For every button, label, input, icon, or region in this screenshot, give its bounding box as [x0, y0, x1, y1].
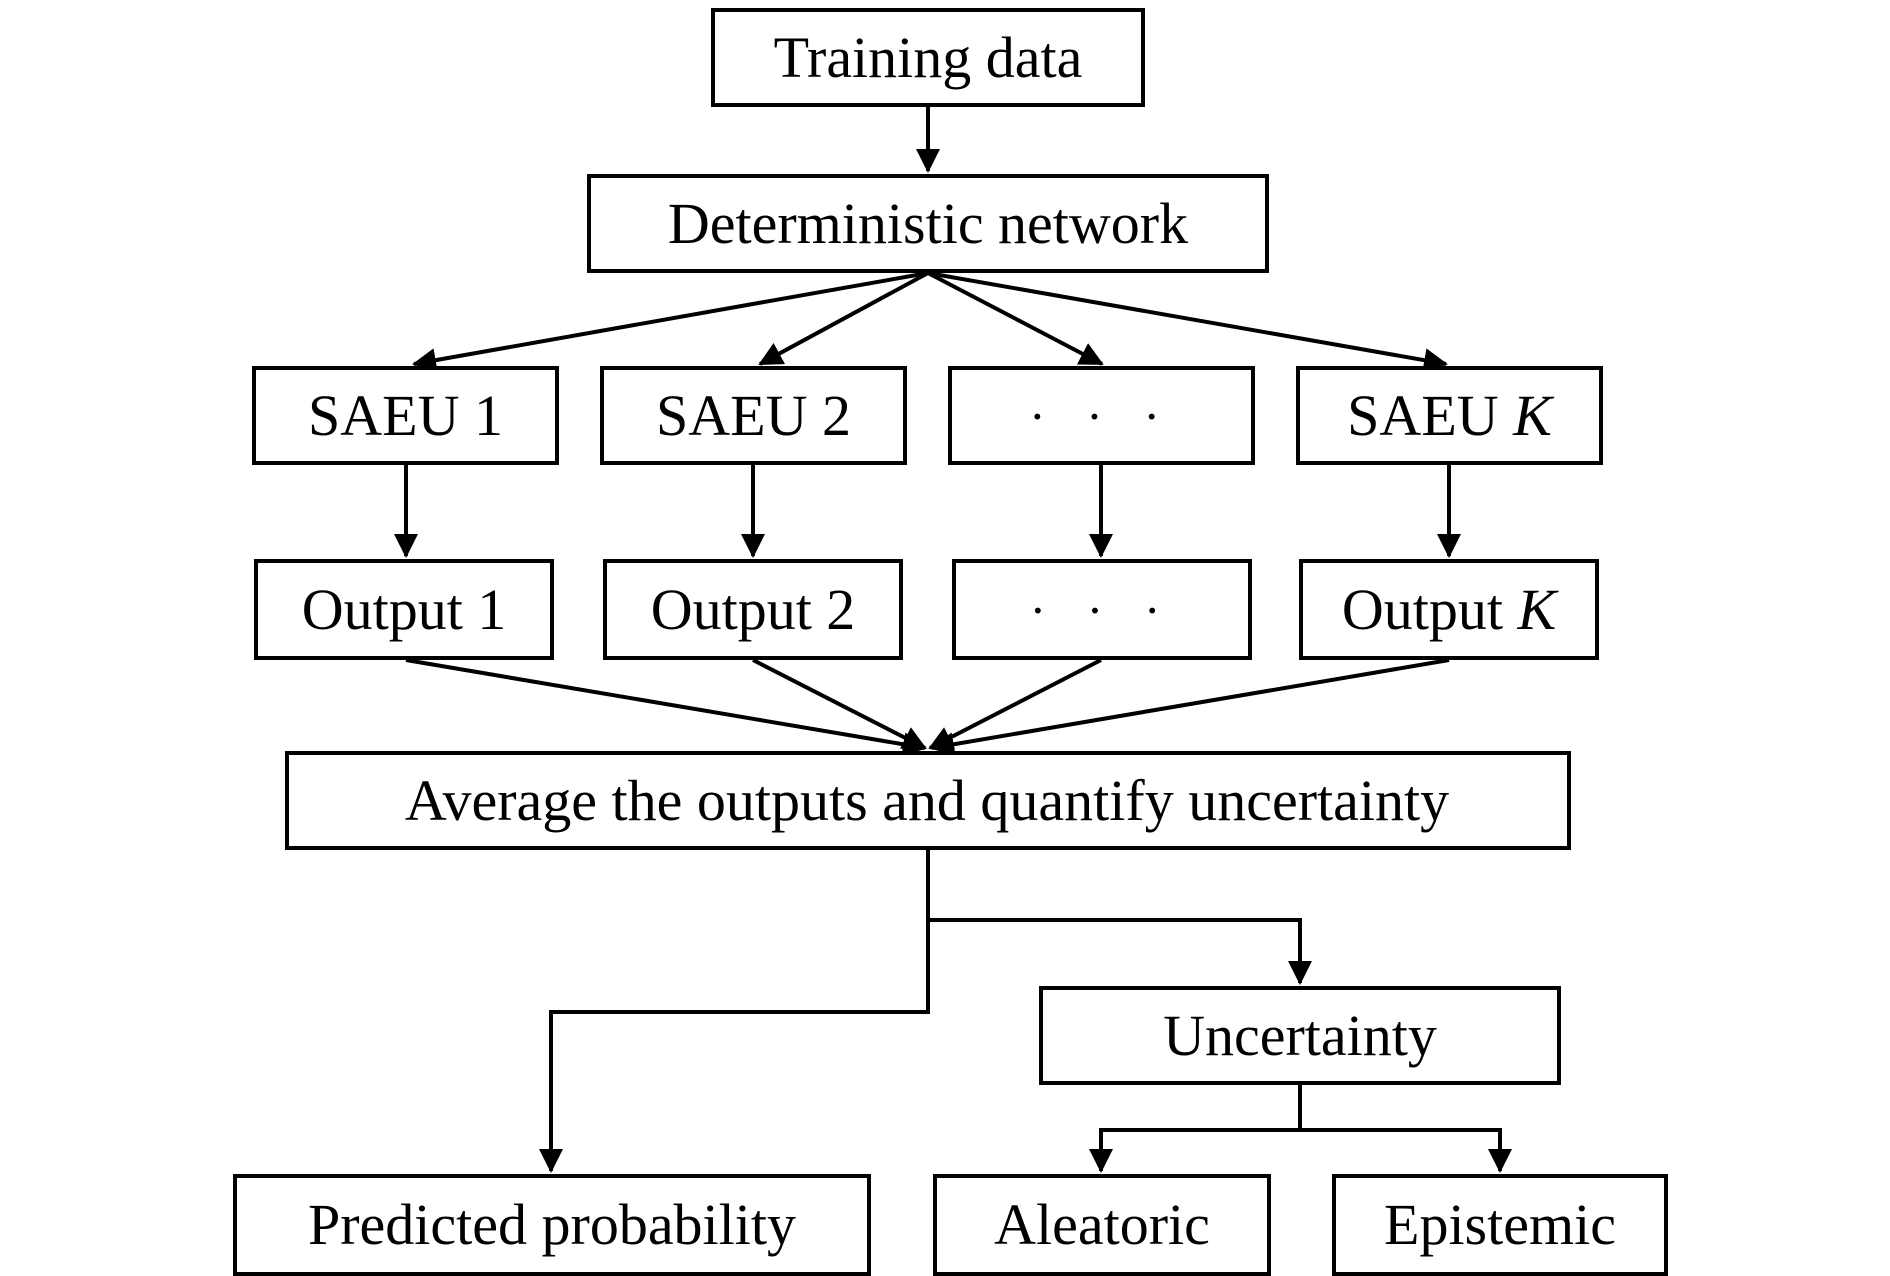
arrow-uncertainty-to-aleatoric [1089, 1085, 1302, 1173]
arrow-average-to-predicted-probability [539, 850, 930, 1173]
arrow-network-to-saeu-k [927, 271, 1448, 373]
epistemic-box: Epistemic [1332, 1174, 1668, 1276]
output-1-label: Output 1 [301, 576, 507, 642]
predicted-probability-box: Predicted probability [233, 1174, 871, 1276]
arrow-output-1-to-average [405, 658, 927, 757]
output-ellipsis-label: · · · [1029, 581, 1175, 638]
saeu-k-variable: K [1513, 382, 1552, 448]
arrow-output-k-to-average [930, 658, 1450, 757]
saeu-2-box: SAEU 2 [600, 366, 907, 465]
aleatoric-label: Aleatoric [994, 1192, 1210, 1257]
output-2-label: Output 2 [650, 576, 856, 642]
arrow-network-to-saeu-2 [758, 271, 929, 366]
saeu-1-box: SAEU 1 [252, 366, 559, 465]
arrow-average-to-uncertainty [926, 850, 1312, 985]
arrow-output-ellipsis-to-average [928, 658, 1102, 750]
average-box: Average the outputs and quantify uncerta… [285, 751, 1571, 850]
output-1-box: Output 1 [254, 559, 554, 660]
saeu-2-label: SAEU 2 [656, 382, 851, 448]
epistemic-label: Epistemic [1384, 1192, 1616, 1257]
average-label: Average the outputs and quantify uncerta… [404, 767, 1450, 833]
output-k-variable: K [1517, 576, 1557, 642]
output-k-prefix: Output [1341, 576, 1503, 642]
saeu-k-box: SAEU K [1296, 366, 1603, 465]
saeu-k-label: SAEU K [1347, 386, 1552, 445]
arrow-uncertainty-to-epistemic [1298, 1085, 1512, 1173]
uncertainty-label: Uncertainty [1163, 1002, 1437, 1068]
output-ellipsis-box: · · · [952, 559, 1252, 660]
saeu-1-label: SAEU 1 [308, 382, 503, 448]
arrow-output-2-to-average [752, 658, 927, 750]
output-k-label: Output K [1342, 580, 1556, 639]
training-data-label: Training data [773, 24, 1083, 90]
predicted-probability-label: Predicted probability [307, 1192, 797, 1257]
output-2-box: Output 2 [603, 559, 903, 660]
saeu-ellipsis-label: · · · [1029, 387, 1174, 444]
deterministic-network-box: Deterministic network [587, 174, 1269, 273]
arrow-network-to-saeu-1 [412, 271, 929, 372]
saeu-ellipsis-box: · · · [948, 366, 1255, 465]
uncertainty-box: Uncertainty [1039, 986, 1561, 1085]
training-data-box: Training data [711, 8, 1145, 107]
arrow-network-to-saeu-ellipsis [927, 271, 1104, 366]
saeu-k-prefix: SAEU [1347, 382, 1499, 448]
aleatoric-box: Aleatoric [933, 1174, 1271, 1276]
output-k-box: Output K [1299, 559, 1599, 660]
deterministic-network-label: Deterministic network [667, 190, 1189, 256]
